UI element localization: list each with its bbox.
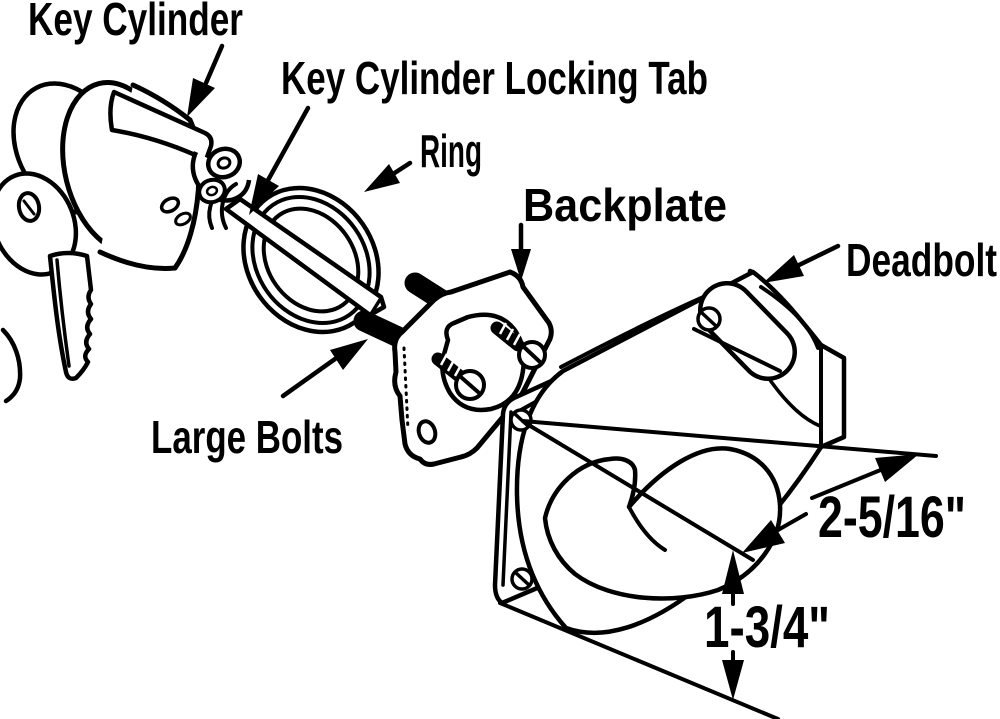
dimension-arrow-depth-outer (810, 454, 919, 500)
backplate-illustration (392, 269, 554, 467)
leader-deadbolt (763, 243, 841, 283)
dimension-arrow-height-down (722, 650, 744, 700)
leader-locking-tab (249, 105, 311, 215)
dimension-arrow-height-up (722, 550, 744, 606)
label-large-bolts: Large Bolts (151, 411, 343, 463)
dimension-lines (498, 419, 938, 719)
label-locking-tab: Key Cylinder Locking Tab (281, 52, 708, 104)
label-ring: Ring (420, 125, 482, 177)
text-labels: Key Cylinder Key Cylinder Locking Tab Ri… (28, 0, 997, 660)
dimension-arrow-depth-inner (742, 512, 808, 553)
deadbolt-illustration (492, 268, 847, 635)
leader-key-cylinder (187, 43, 225, 117)
label-key-cylinder: Key Cylinder (28, 0, 243, 45)
label-deadbolt: Deadbolt (846, 234, 997, 286)
key-cylinder-illustration (60, 80, 252, 271)
dimension-height-value: 1-3/4" (704, 595, 830, 660)
leader-ring (364, 160, 413, 192)
leader-large-bolts (280, 339, 368, 399)
leader-arrows (187, 43, 841, 399)
leader-backplate (511, 222, 531, 281)
dimension-depth-value: 2-5/16" (818, 485, 966, 550)
label-backplate: Backplate (523, 179, 727, 231)
tailpiece-illustration (223, 196, 387, 318)
